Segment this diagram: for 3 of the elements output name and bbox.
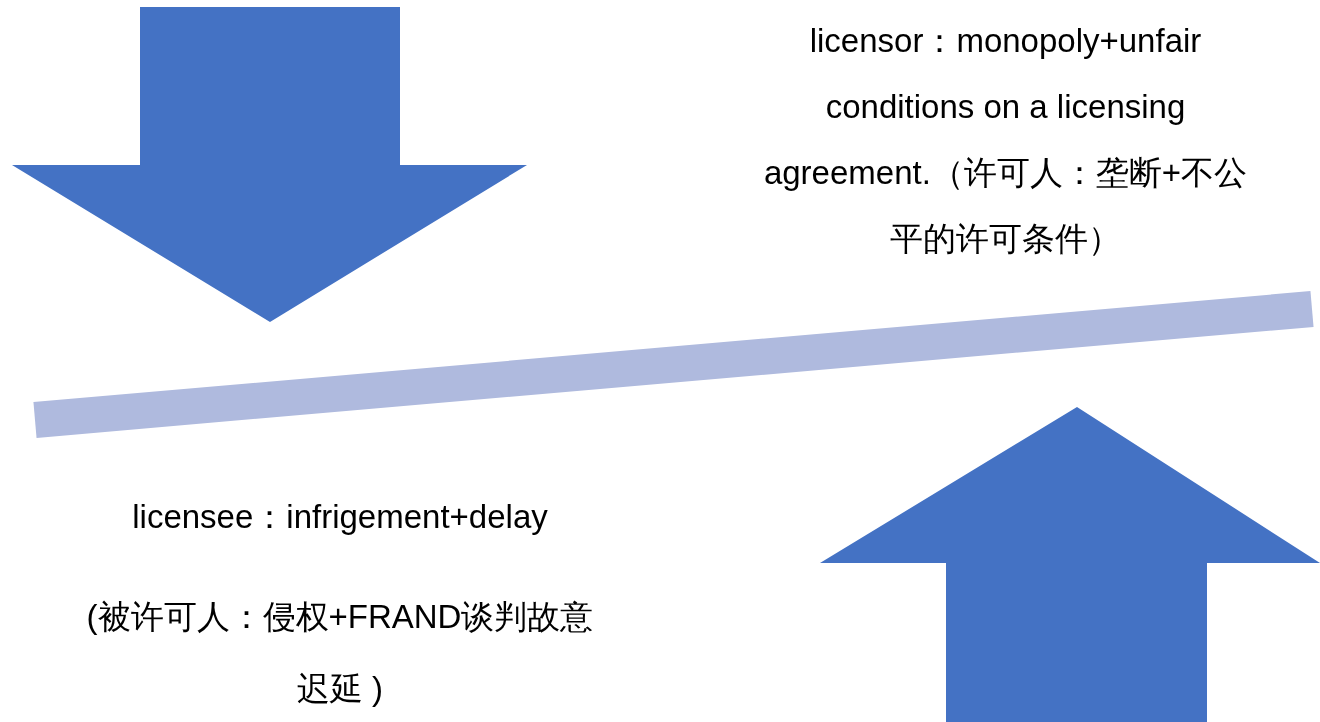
annotation-text: licensee：infrigement+delay bbox=[131, 497, 549, 537]
annotation-text: (被许可人：侵权+FRAND谈判故意迟延 ) bbox=[85, 597, 595, 709]
annotation-text: licensor：monopoly+unfair conditions on a licensing agreement.（许可人：垄断+不公平的许可条件） bbox=[762, 21, 1249, 259]
